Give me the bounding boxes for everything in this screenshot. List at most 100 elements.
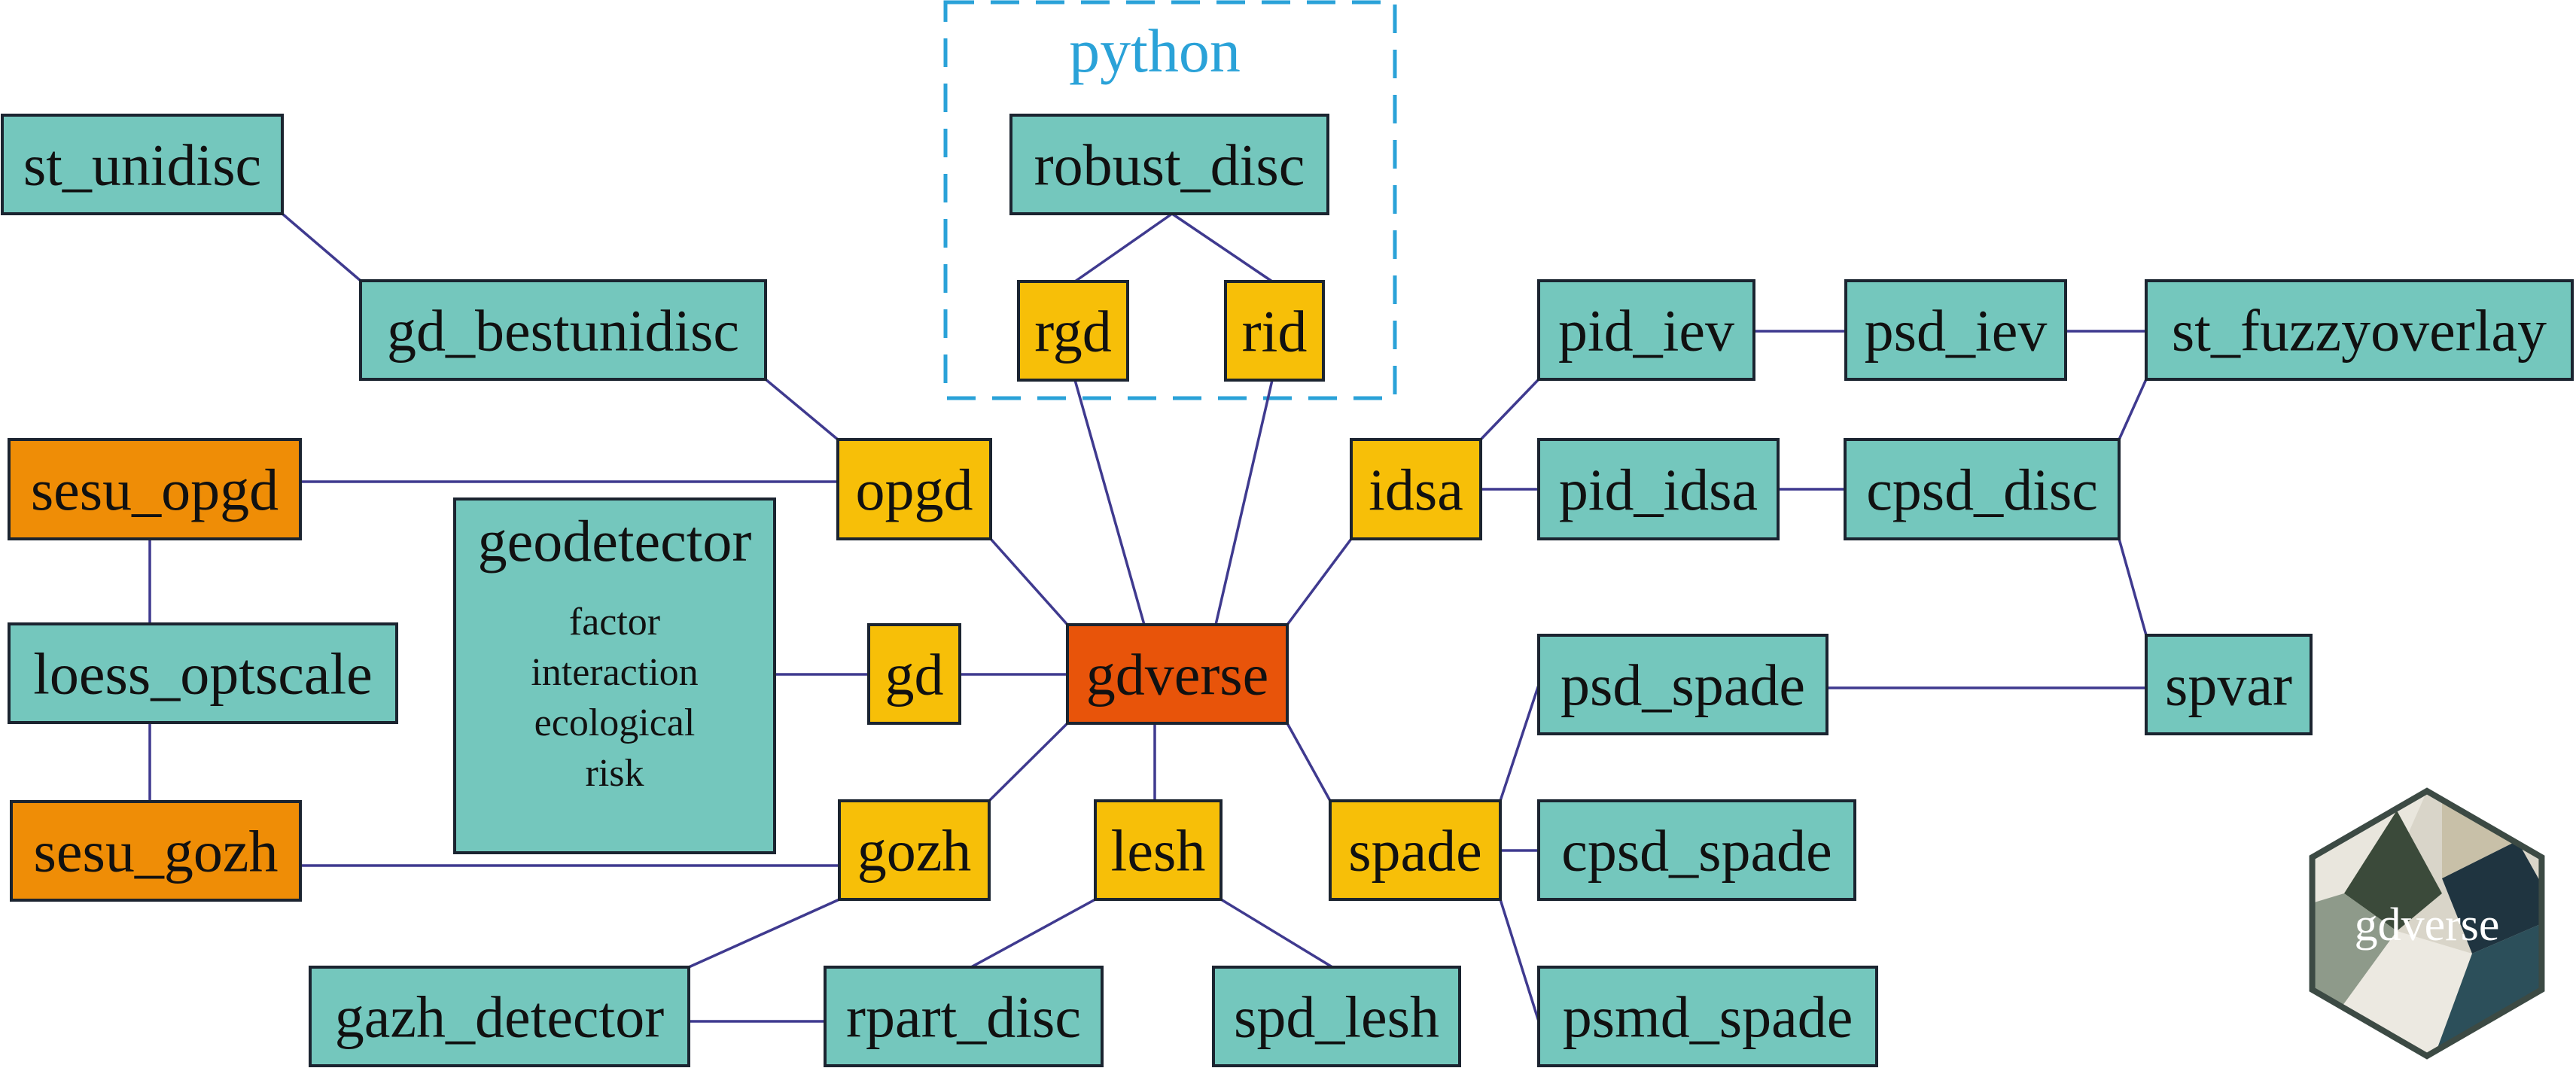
edge-lesh-rpart_disc (970, 898, 1096, 969)
logo-hex-border (2309, 787, 2545, 1060)
node-label: gdverse (1086, 642, 1269, 707)
node-label: cpsd_disc (1866, 457, 2098, 522)
node-label: gozh (857, 818, 972, 884)
node-st-unidisc: st_unidisc (1, 114, 284, 215)
edge-gdverse-gozh (988, 722, 1069, 802)
node-idsa: idsa (1350, 438, 1482, 540)
node-label: sesu_opgd (31, 457, 279, 522)
node-spade: spade (1329, 799, 1502, 901)
node-gdverse: gdverse (1066, 623, 1289, 725)
node-label: idsa (1369, 457, 1463, 522)
edge-gdverse-opgd (989, 537, 1069, 626)
node-box (1537, 279, 1755, 381)
node-box (1844, 438, 2121, 540)
logo-text: gdverse (2355, 899, 2500, 951)
node-label: pid_idsa (1559, 457, 1758, 522)
node-box (1017, 280, 1129, 382)
edge-gdverse-spade (1286, 723, 1332, 802)
node-rpart-disc: rpart_disc (824, 966, 1104, 1067)
node-label: sesu_gozh (34, 819, 279, 884)
node-label: pid_iev (1558, 298, 1734, 364)
logo-facet (2442, 841, 2542, 954)
node-gd: gd (867, 623, 961, 725)
node-box (836, 438, 992, 540)
python-group-label: python (1069, 17, 1241, 85)
node-sesu-gozh: sesu_gozh (10, 800, 302, 902)
node-box (359, 279, 767, 381)
edge-gdverse-rid (1214, 379, 1274, 625)
node-box (309, 966, 690, 1067)
edge-spade-psd_spade (1499, 684, 1540, 802)
node-st-fuzzyoverlay: st_fuzzyoverlay (2145, 279, 2574, 381)
node-psd-spade: psd_spade (1537, 634, 1828, 735)
node-label: spvar (2165, 653, 2292, 718)
node-label: loess_optscale (33, 641, 373, 707)
node-pid-iev: pid_iev (1537, 279, 1755, 381)
python-group-border (943, 0, 1397, 400)
node-psmd-spade: psmd_spade (1537, 966, 1878, 1067)
node-cpsd-spade: cpsd_spade (1537, 799, 1856, 901)
node-label: gd (885, 642, 944, 707)
logo-facet (2442, 796, 2517, 878)
node-box (1844, 279, 2067, 381)
node-loess-optscale: loess_optscale (8, 622, 398, 724)
node-gd-bestunidisc: gd_bestunidisc (359, 279, 767, 381)
edge-cpsd_disc-spvar (2118, 538, 2148, 636)
node-label: cpsd_spade (1561, 818, 1832, 884)
node-box (1350, 438, 1482, 540)
geodetector-sub-factor: factor (569, 601, 660, 644)
node-spvar: spvar (2145, 634, 2313, 735)
node-box (2145, 634, 2313, 735)
node-box (1094, 799, 1223, 901)
node-label: psd_iev (1865, 298, 2048, 364)
node-psd-iev: psd_iev (1844, 279, 2067, 381)
edge-gd_bestunidisc-opgd (764, 378, 839, 441)
node-rid: rid (1224, 280, 1325, 382)
edge-rgd-robust_disc (1073, 212, 1174, 283)
edge-idsa-pid_iev (1479, 378, 1540, 441)
node-box (8, 622, 398, 724)
node-gozh: gozh (838, 799, 991, 901)
node-label: spade (1348, 818, 1482, 884)
logo-facet (2312, 893, 2397, 1014)
edge-rid-robust_disc (1171, 212, 1273, 283)
edge-gdverse-idsa (1286, 537, 1353, 626)
node-box (1224, 280, 1325, 382)
node-box (1329, 799, 1502, 901)
node-cpsd-disc: cpsd_disc (1844, 438, 2121, 540)
node-box (1, 114, 284, 215)
node-label: rpart_disc (846, 984, 1081, 1050)
node-box (1066, 623, 1289, 725)
node-box (824, 966, 1104, 1067)
node-box (1537, 634, 1828, 735)
edge-gozh-gazh_detector (688, 898, 840, 969)
edge-st_unidisc-gd_bestunidisc (281, 212, 362, 282)
geodetector-sub-interaction: interaction (531, 651, 698, 694)
node-label: rgd (1034, 299, 1112, 364)
node-label: opgd (856, 457, 973, 522)
node-box (838, 799, 991, 901)
node-label: lesh (1111, 818, 1206, 884)
node-label: robust_disc (1034, 132, 1305, 198)
node-opgd: opgd (836, 438, 992, 540)
logo-facet (2344, 811, 2442, 931)
node-label: gd_bestunidisc (387, 298, 739, 364)
edge-spade-psmd_spade (1499, 899, 1540, 1022)
node-box (453, 497, 776, 854)
node-box (1212, 966, 1461, 1067)
node-gazh-detector: gazh_detector (309, 966, 690, 1067)
node-label: rid (1242, 299, 1308, 364)
node-box (10, 800, 302, 902)
node-sesu-opgd: sesu_opgd (8, 438, 302, 540)
node-label: geodetector (478, 508, 752, 574)
node-label: gazh_detector (335, 984, 664, 1050)
gdverse-hex-logo: gdverse (2309, 787, 2545, 1060)
node-robust-disc: robust_disc (1009, 114, 1329, 215)
node-box (8, 438, 302, 540)
node-label: spd_lesh (1234, 984, 1439, 1050)
node-label: psmd_spade (1563, 984, 1853, 1050)
node-label: st_fuzzyoverlay (2172, 298, 2547, 364)
edge-cpsd_disc-st_fuzzyoverlay (2118, 379, 2148, 440)
